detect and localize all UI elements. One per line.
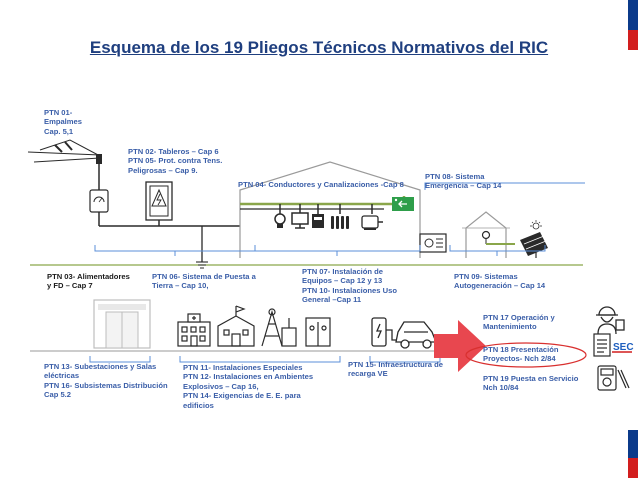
high-voltage-icon xyxy=(145,181,173,221)
motor-icon xyxy=(361,215,383,230)
label-ptn11-ptn12-ptn14: PTN 11- Instalaciones Especiales PTN 12-… xyxy=(183,363,314,410)
left-brace xyxy=(89,356,151,363)
emergency-exit-icon xyxy=(392,197,414,211)
building-outline xyxy=(239,161,421,258)
document-icon xyxy=(593,333,611,357)
ground-rod-icon xyxy=(196,226,208,269)
multimeter-icon xyxy=(597,365,630,391)
conduit-wiring xyxy=(240,196,406,214)
power-pole-icon xyxy=(27,139,102,190)
lightbulb-icon xyxy=(274,213,286,228)
label-ptn03: PTN 03- Alimentadores y FD – Cap 7 xyxy=(47,272,130,291)
printer-icon xyxy=(312,214,324,228)
ev-charger-icon xyxy=(371,317,396,347)
middle-brace xyxy=(179,356,341,363)
meter-icon xyxy=(89,189,109,213)
generator-icon xyxy=(419,233,447,253)
page-title: Esquema de los 19 Pliegos Técnicos Norma… xyxy=(89,38,549,57)
worker-icon xyxy=(596,306,625,335)
top-braces xyxy=(94,182,585,256)
label-ptn17: PTN 17 Operación y Mantenimiento xyxy=(483,313,555,332)
label-ptn19: PTN 19 Puesta en Servicio Nch 10/84 xyxy=(483,374,579,393)
elevator-icon xyxy=(305,317,331,347)
label-ptn06: PTN 06- Sistema de Puesta a Tierra – Cap… xyxy=(152,272,256,291)
house-outline xyxy=(462,211,510,258)
highlight-ellipse xyxy=(465,342,587,368)
label-ptn09: PTN 09- Sistemas Autogeneración – Cap 14 xyxy=(454,272,546,291)
label-ptn18: PTN 18 Presentación Proyectos- Nch 2/84 xyxy=(483,345,559,364)
lightbulb-icon xyxy=(481,230,515,245)
ev-brace xyxy=(369,356,441,363)
sec-logo: SEC xyxy=(613,342,634,353)
label-ptn01: PTN 01- Empalmes Cap. 5,1 xyxy=(44,108,82,136)
car-icon xyxy=(395,321,437,349)
computer-icon xyxy=(291,212,309,229)
label-ptn07-ptn10: PTN 07- Instalación de Equipos – Cap 12 … xyxy=(302,267,397,305)
flag-red-stripe xyxy=(628,30,638,50)
red-arrow-icon xyxy=(434,320,486,372)
label-ptn13-ptn16: PTN 13- Subestaciones y Salas eléctricas… xyxy=(44,362,168,400)
radiator-icon xyxy=(331,216,349,229)
flag-blue-stripe-bottom xyxy=(628,430,638,458)
mine-icon xyxy=(261,308,297,347)
school-icon xyxy=(217,305,255,347)
label-ptn15: PTN 15- Infraestructura de recarga VE xyxy=(348,360,443,379)
flag-red-stripe-bottom xyxy=(628,458,638,478)
solar-panel-icon xyxy=(520,220,548,258)
label-ptn04: PTN 04- Conductores y Canalizaciones -Ca… xyxy=(238,180,404,189)
label-ptn08: PTN 08- Sistema Emergencia – Cap 14 xyxy=(425,172,502,191)
label-ptn02-ptn05: PTN 02- Tableros – Cap 6 PTN 05- Prot. c… xyxy=(128,147,223,175)
hospital-icon xyxy=(177,313,211,347)
flag-blue-stripe xyxy=(628,0,638,30)
substation-icon xyxy=(93,299,151,349)
